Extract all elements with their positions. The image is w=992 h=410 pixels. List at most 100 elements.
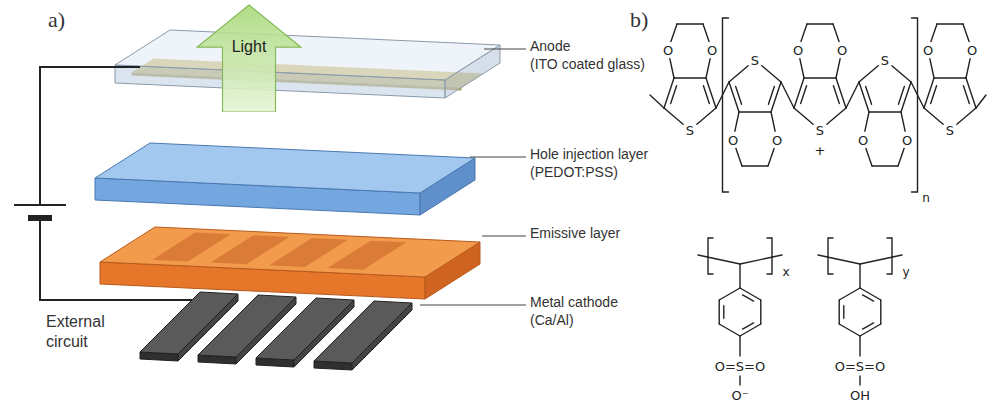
bond-line [670,59,674,78]
bond-line [963,24,969,41]
atom-label: S [751,54,759,67]
bond-line [729,66,748,82]
bond-line [860,255,902,264]
cathode-footprint [328,241,407,270]
panel-label: a) [48,6,65,34]
bond-line [924,108,943,124]
subscript-label: x [782,266,789,278]
bond-line [677,23,703,24]
bond-line [859,336,860,356]
bond-line [762,66,781,82]
external-circuit-wires [14,67,192,300]
bond-line [846,82,859,108]
bond-line [719,288,740,300]
emissive-layer [100,227,480,299]
bond-line [703,24,709,41]
hole-injection-layer-face [95,143,475,193]
bond-line [833,24,839,41]
atom-label: S [816,124,824,137]
bond-line [739,376,740,385]
bond-line [794,78,804,108]
bond-line [801,24,807,41]
bond-line [807,23,833,24]
bond-line [880,300,881,324]
panel-label: b) [630,6,648,34]
cathode-wire [40,221,192,300]
bond-line [739,111,771,112]
bond-line [836,59,840,78]
double-bond-line [736,87,742,105]
bond-line [739,264,740,288]
bond-line [697,108,716,124]
polymer-bracket [708,238,713,274]
atom-label: O [728,134,738,147]
bond-line [865,112,869,131]
bond-line [729,82,739,112]
bond-line [771,112,775,131]
cathode-bar [314,301,412,370]
polymer-bracket [912,18,918,192]
bond-line [859,376,860,385]
arrow-outline [197,5,301,112]
atom-label: O [707,44,717,57]
atom-label: O [858,134,868,147]
bond-line [818,255,860,264]
layer-label: Anode (ITO coated glass) [530,38,645,73]
leader-line [484,49,526,50]
layer-label: Metal cathode (Ca/Al) [530,294,618,329]
layer-label: Hole injection layer (PEDOT:PSS) [530,146,648,181]
double-bond-line [863,295,874,301]
double-bond-line [743,295,754,301]
bond-line [839,324,860,336]
subscript-label: y [902,266,909,278]
bond-line [771,82,781,112]
cathode-footprint [269,238,348,267]
bond-line [839,300,840,324]
bond-line [966,59,970,78]
bond-line [860,324,881,336]
polymer-bracket [767,238,772,274]
bond-line [804,77,836,78]
bond-line [674,77,706,78]
bond-line [898,149,904,166]
atom-label: S [881,54,889,67]
polymer-bracket [723,18,729,192]
bond-line [839,288,860,300]
double-bond-line [843,306,844,319]
bond-line [664,78,674,108]
bond-line [860,288,881,300]
anode-glass [115,30,500,98]
bond-line [719,300,720,324]
atom-label: O [663,44,673,57]
bond-line [760,300,761,324]
atom-label: O [923,44,933,57]
atom-label: + [815,144,826,157]
double-bond-line [703,86,709,104]
double-bond-line [866,87,872,105]
atom-label: O [902,134,912,147]
bond-line [768,149,774,166]
leader-line [470,157,526,158]
atom-label: S [946,124,954,137]
double-bond-line [671,86,677,104]
leader-lines [420,49,526,305]
bond-line [957,108,976,124]
double-bond-line [963,86,969,104]
bond-line [859,264,860,288]
bond-line [827,108,846,124]
bond-line [671,24,677,41]
bond-line [836,78,846,108]
bond-line [650,95,664,108]
double-bond-line [743,323,754,329]
atom-label: OH [850,389,870,402]
battery-plate-short [28,215,52,221]
arrow-label: Light [196,38,302,56]
battery-plate-long [14,204,66,206]
bond-line [735,112,739,131]
bond-line [740,255,782,264]
bond-line [664,108,683,124]
bond-line [869,111,901,112]
